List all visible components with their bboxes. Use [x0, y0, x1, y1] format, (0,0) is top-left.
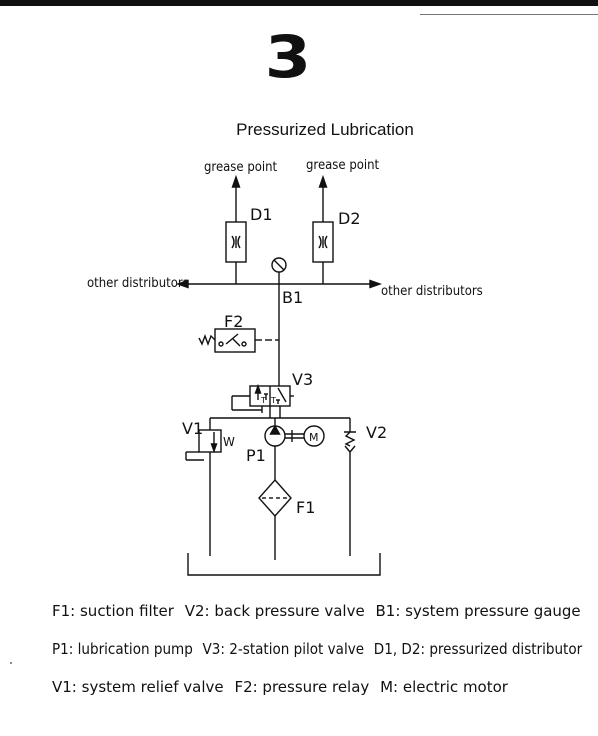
d1-label: D1	[250, 205, 273, 224]
other-distributors-label-left: other distributors	[87, 276, 189, 291]
lubrication-pump-p1	[264, 418, 304, 480]
v3-port-t1-label: T	[260, 396, 266, 405]
legend-f1: F1: suction filter	[52, 602, 174, 620]
grease-point-label-right: grease point	[306, 158, 380, 173]
f2-label: F2	[224, 312, 243, 331]
v2-label: V2	[366, 423, 387, 442]
v3-label: V3	[292, 370, 313, 389]
pressure-gauge-b1	[271, 257, 287, 284]
back-pressure-valve-v2	[344, 431, 356, 556]
motor-m-label: M	[309, 431, 319, 444]
legend-f2: F2: pressure relay	[234, 678, 370, 696]
legend-row-3: V1: system relief valve F2: pressure rel…	[52, 678, 514, 696]
page-number: 3	[264, 23, 312, 91]
distributor-d2	[312, 221, 334, 284]
relief-valve-w-label: W	[223, 435, 235, 449]
electric-motor-m	[303, 425, 325, 447]
pressure-relay-f2	[198, 328, 279, 353]
relief-valve-v1	[185, 429, 222, 556]
diagram-title: Pressurized Lubrication	[236, 120, 414, 139]
v3-port-t2-label: T	[270, 396, 276, 405]
legend-row-2: P1: lubrication pump V3: 2-station pilot…	[52, 640, 588, 658]
top-thin-line	[420, 14, 598, 15]
distributor-d1	[225, 221, 247, 284]
legend-v2: V2: back pressure valve	[184, 602, 365, 620]
b1-label: B1	[282, 288, 303, 307]
grease-point-arrow-left	[231, 174, 241, 222]
legend-p1: P1: lubrication pump	[52, 640, 193, 658]
legend-d1-d2: D1, D2: pressurized distributor	[373, 640, 583, 658]
other-distributors-label-right: other distributors	[381, 284, 483, 299]
p1-label: P1	[246, 446, 266, 465]
d2-label: D2	[338, 209, 361, 228]
grease-point-arrow-right	[318, 174, 328, 222]
legend-v3: V3: 2-station pilot valve	[202, 640, 365, 658]
return-branch-lines	[209, 417, 351, 432]
scan-speck	[10, 662, 12, 664]
grease-point-label-left: grease point	[204, 160, 278, 175]
legend-row-1: F1: suction filter V2: back pressure val…	[52, 602, 587, 620]
v1-label: V1	[182, 419, 203, 438]
f1-label: F1	[296, 498, 315, 517]
legend-v1: V1: system relief valve	[52, 678, 224, 696]
legend-b1: B1: system pressure gauge	[375, 602, 581, 620]
pilot-valve-v3	[231, 383, 294, 418]
suction-filter-f1	[258, 478, 292, 560]
top-border	[0, 0, 598, 6]
legend-m: M: electric motor	[380, 678, 508, 696]
reservoir-tank	[187, 553, 381, 576]
